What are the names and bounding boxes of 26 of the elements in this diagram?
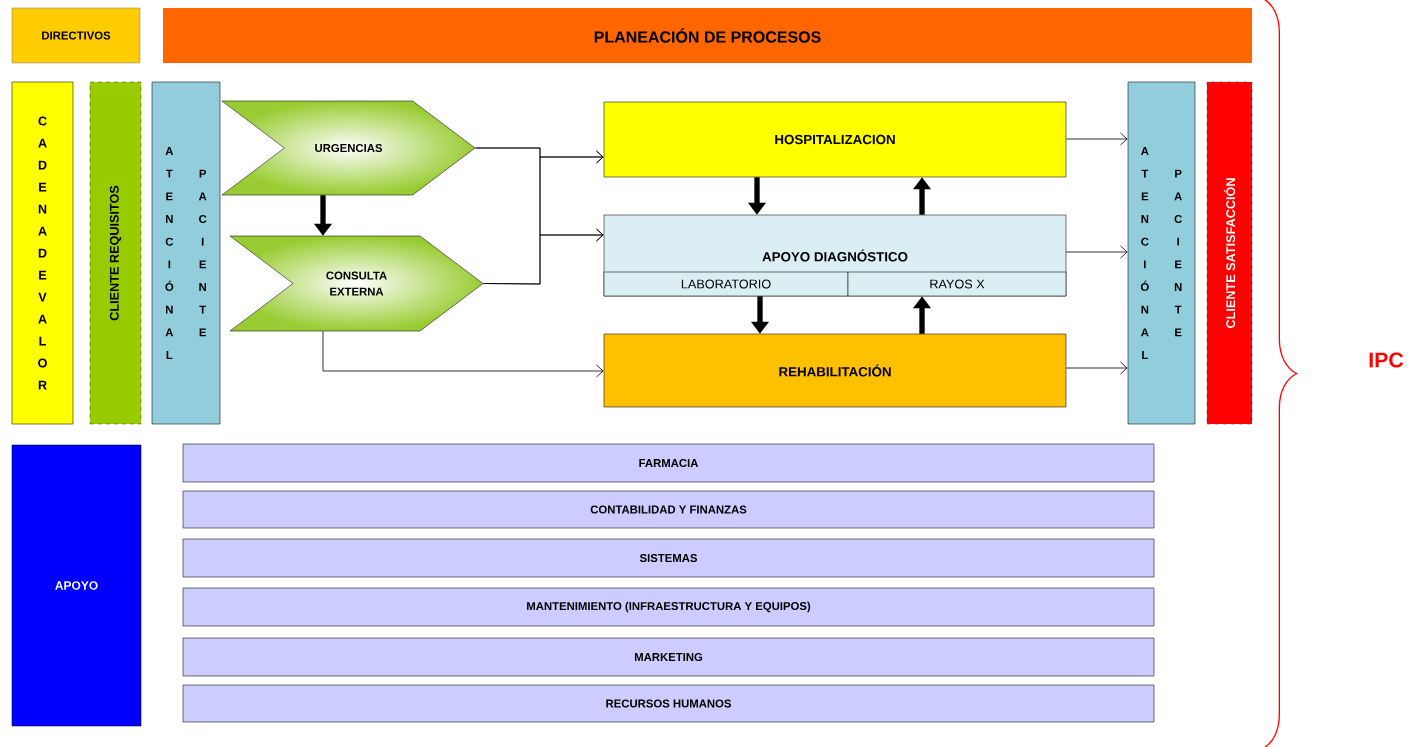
- arrow: [1065, 361, 1128, 375]
- support-bar: CONTABILIDAD Y FINANZAS: [182, 490, 1155, 529]
- support-bar: SISTEMAS: [182, 538, 1155, 578]
- side-box: APOYO: [11, 444, 142, 727]
- support-bar: MARKETING: [182, 637, 1155, 677]
- process-box: REHABILITACIÓN: [603, 333, 1067, 408]
- brace-label: IPC: [1369, 352, 1404, 368]
- step-box: URGENCIAS: [221, 100, 476, 196]
- column-box: CLIENTE REQUISITOS: [89, 81, 142, 425]
- support-bar: RECURSOS HUMANOS: [182, 684, 1155, 723]
- support-bar: MANTENIMIENTO (INFRAESTRUCTURA Y EQUIPOS): [182, 587, 1155, 627]
- process-cell: LABORATORIO: [603, 271, 849, 297]
- step-box: CONSULTA EXTERNA: [229, 235, 484, 332]
- header-band: PLANEACIÓN DE PROCESOS: [163, 8, 1252, 63]
- arrow: [1065, 245, 1128, 259]
- support-bar: FARMACIA: [182, 443, 1155, 483]
- arrow: [483, 228, 604, 285]
- arrow: [1065, 132, 1128, 146]
- process-box: HOSPITALIZACION: [603, 101, 1067, 178]
- column-box: CADENA DE VALOR: [11, 81, 74, 425]
- column-box: ATENCIÓN AL PACIENTE: [151, 81, 221, 425]
- column-box: CLIENTE SATISFACCIÓN: [1206, 81, 1253, 425]
- arrow: [322, 330, 604, 378]
- process-cell: RAYOS X: [847, 271, 1067, 297]
- label-box: DIRECTIVOS: [11, 7, 141, 64]
- column-box: ATENCIÓN AL PACIENTE: [1127, 81, 1196, 425]
